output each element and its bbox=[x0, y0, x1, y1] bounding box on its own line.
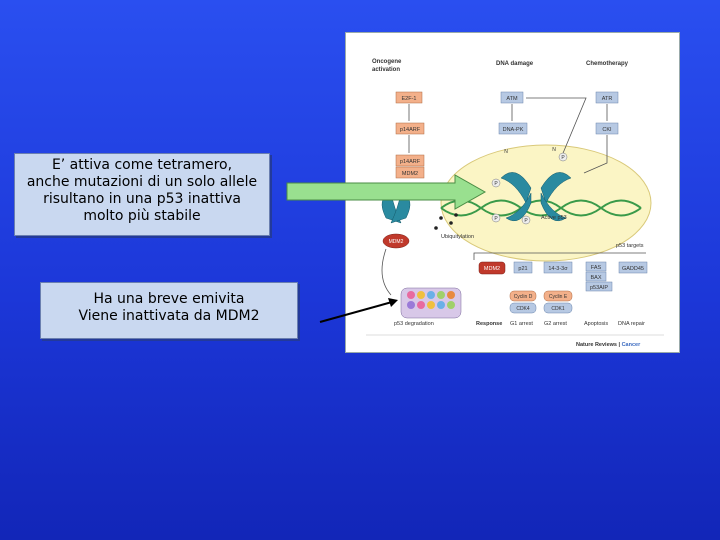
label-response: Response bbox=[476, 321, 502, 327]
callout-tetramer-line-2: anche mutazioni di un solo allele bbox=[26, 174, 258, 190]
phospho-label-1: P bbox=[494, 181, 498, 187]
targets-bracket bbox=[473, 252, 646, 260]
phospho-marker-4 bbox=[521, 215, 531, 225]
box-cdk1-label: CDK1 bbox=[551, 306, 565, 312]
box-cyclin-e-label: Cyclin E bbox=[549, 294, 568, 300]
box-cdk1 bbox=[543, 302, 573, 314]
phospho-label-4: P bbox=[524, 218, 528, 224]
callout-halflife: Ha una breve emivita Viene inattivata da… bbox=[40, 282, 298, 339]
box-bax bbox=[585, 271, 607, 282]
box-cdk4-label: CDK4 bbox=[516, 306, 530, 312]
header-oncogene-line-2: activation bbox=[372, 67, 400, 73]
arrow-mdm2-degradation bbox=[381, 248, 392, 296]
box-chk1-label: CKI bbox=[602, 127, 612, 133]
arrow-chk1-nucleus bbox=[583, 135, 608, 174]
label-p53-targets: p53 targets bbox=[616, 243, 644, 249]
box-dnapk bbox=[498, 122, 528, 135]
box-atr bbox=[595, 91, 619, 104]
label-p53-degradation: p53 degradation bbox=[394, 321, 434, 327]
dna-helix-strand-2 bbox=[440, 199, 642, 217]
box-p21-label: p21 bbox=[518, 266, 527, 272]
callout-halflife-line-1: Ha una breve emivita bbox=[93, 291, 245, 307]
mdm2-bound-label: MDM2 bbox=[389, 239, 404, 245]
callout-halflife-line-2: Viene inattivata da MDM2 bbox=[78, 308, 260, 324]
box-cyclin-d-label: Cyclin D bbox=[514, 294, 533, 300]
phospho-label-3: P bbox=[494, 216, 498, 222]
p53-pathway-figure: Oncogene activation DNA damage Chemother… bbox=[345, 32, 680, 353]
box-bax-label: BAX bbox=[590, 275, 601, 281]
box-p14arf-mid bbox=[395, 154, 425, 167]
box-mdm2-small-label: MDM2 bbox=[402, 171, 418, 177]
box-gadd45-label: GADD45 bbox=[622, 266, 644, 272]
label-apoptosis: Apoptosis bbox=[584, 321, 608, 327]
box-p14arf-top-label: p14ARF bbox=[400, 127, 421, 133]
box-dnapk-label: DNA-PK bbox=[503, 127, 524, 133]
box-atm bbox=[500, 91, 524, 104]
box-fas-label: FAS bbox=[591, 265, 602, 271]
box-p53aip bbox=[585, 281, 613, 292]
phospho-label-2: P bbox=[561, 155, 565, 161]
header-chemotherapy: Chemotherapy bbox=[586, 61, 629, 67]
mdm2-bound bbox=[382, 233, 410, 249]
phospho-marker-2 bbox=[558, 152, 568, 162]
box-sigma-label: 14-3-3σ bbox=[548, 266, 568, 272]
callout-tetramer-line-1: E’ attiva come tetramero, bbox=[51, 157, 233, 173]
figure-credit: Nature Reviews | Cancer bbox=[576, 342, 641, 348]
box-p14arf-mid-label: p14ARF bbox=[400, 159, 421, 165]
box-p21 bbox=[513, 261, 533, 274]
box-e2f1 bbox=[395, 91, 423, 104]
box-mdm2-target bbox=[478, 261, 506, 275]
callout-tetramer: E’ attiva come tetramero, anche mutazion… bbox=[14, 153, 270, 236]
n-terminus-label-2: N bbox=[552, 147, 556, 153]
phospho-marker-3 bbox=[491, 213, 501, 223]
box-p14arf-top bbox=[395, 122, 425, 135]
box-chk1 bbox=[595, 122, 619, 135]
label-active-p53: Active p53 bbox=[541, 215, 567, 221]
box-sigma bbox=[543, 261, 573, 274]
arrow-atm-nucleus bbox=[526, 97, 587, 159]
label-g1-arrest: G1 arrest bbox=[510, 321, 533, 327]
ubiquitin-dots bbox=[434, 213, 458, 230]
box-cyclin-d bbox=[509, 290, 537, 302]
callout-tetramer-line-3: risultano in una p53 inattiva bbox=[43, 191, 241, 207]
header-oncogene-line-1: Oncogene bbox=[372, 59, 402, 65]
n-terminus-label-1: N bbox=[504, 149, 508, 155]
box-p53aip-label: p53AIP bbox=[590, 285, 608, 291]
p53-tetramer-active bbox=[500, 172, 572, 222]
box-atm-label: ATM bbox=[506, 96, 518, 102]
label-g2-arrest: G2 arrest bbox=[544, 321, 567, 327]
box-cyclin-e bbox=[543, 290, 573, 302]
label-dna-repair: DNA repair bbox=[618, 321, 645, 327]
box-fas bbox=[585, 261, 607, 272]
box-e2f1-label: E2F-1 bbox=[402, 96, 417, 102]
callout-tetramer-line-4: molto più stabile bbox=[83, 208, 201, 224]
box-cdk4 bbox=[509, 302, 537, 314]
proteasome bbox=[400, 287, 462, 319]
box-gadd45 bbox=[618, 261, 648, 274]
phospho-marker-1 bbox=[491, 178, 501, 188]
box-atr-label: ATR bbox=[602, 96, 613, 102]
box-mdm2-target-label: MDM2 bbox=[484, 266, 500, 272]
header-dna-damage: DNA damage bbox=[496, 61, 534, 67]
figure-credit-section: Cancer bbox=[622, 342, 642, 348]
p53-mdm2-complex bbox=[381, 192, 411, 224]
label-ubiquitylation: Ubiquitylation bbox=[441, 234, 474, 240]
figure-credit-separator: | bbox=[617, 342, 622, 348]
figure-credit-journal: Nature Reviews bbox=[576, 342, 617, 348]
